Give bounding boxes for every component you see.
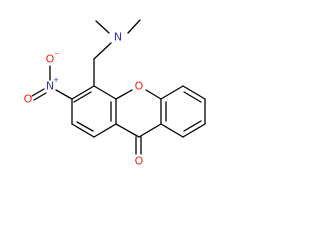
bond-c4-c3 bbox=[71, 85, 95, 100]
nitro-oxygen-top-charge: − bbox=[54, 50, 60, 58]
bond-c2-c1 bbox=[71, 123, 95, 138]
bond-c3-nitro bbox=[55, 89, 73, 100]
nitro-nitrogen-label: N bbox=[46, 80, 54, 93]
amine-nitrogen-label: N bbox=[114, 31, 122, 44]
bond-methyl-right bbox=[127, 19, 141, 34]
carbonyl-oxygen-label: O bbox=[135, 155, 144, 168]
bond-c4-c3-inner bbox=[73, 91, 92, 103]
bond-c9a-c9 bbox=[115, 123, 140, 138]
bond-c4a-o10 bbox=[115, 89, 133, 100]
ring-oxygen-label: O bbox=[135, 80, 144, 93]
bond-methyl-left bbox=[95, 20, 110, 34]
atom-labels: N N + O − O O O bbox=[24, 31, 144, 168]
bond-c10a-c5 bbox=[160, 85, 184, 100]
bond-nitro-o-left-1 bbox=[31, 88, 45, 97]
bond-o10-c10a bbox=[145, 89, 162, 100]
nitro-oxygen-top-label: O bbox=[46, 53, 55, 66]
structure-canvas: N N + O − O O O bbox=[24, 19, 206, 168]
bond-nitro-o-left-2 bbox=[33, 92, 47, 101]
nitro-oxygen-left-label: O bbox=[24, 93, 33, 106]
bond-c7-c8-inner bbox=[183, 120, 202, 132]
bond-c2-c1-inner bbox=[76, 121, 94, 132]
nitro-nitrogen-charge: + bbox=[53, 76, 59, 84]
bond-c5-c6-inner bbox=[183, 91, 202, 103]
bond-c1-c9a bbox=[93, 123, 117, 138]
bonds bbox=[31, 19, 206, 155]
bond-c7-c8 bbox=[182, 123, 206, 138]
bond-n-ch2 bbox=[93, 42, 112, 60]
bond-c8-c8a bbox=[160, 123, 184, 138]
bond-c9-c8a bbox=[138, 123, 162, 138]
bond-c5-c6 bbox=[182, 85, 206, 100]
bond-c4a-c4 bbox=[93, 85, 117, 100]
